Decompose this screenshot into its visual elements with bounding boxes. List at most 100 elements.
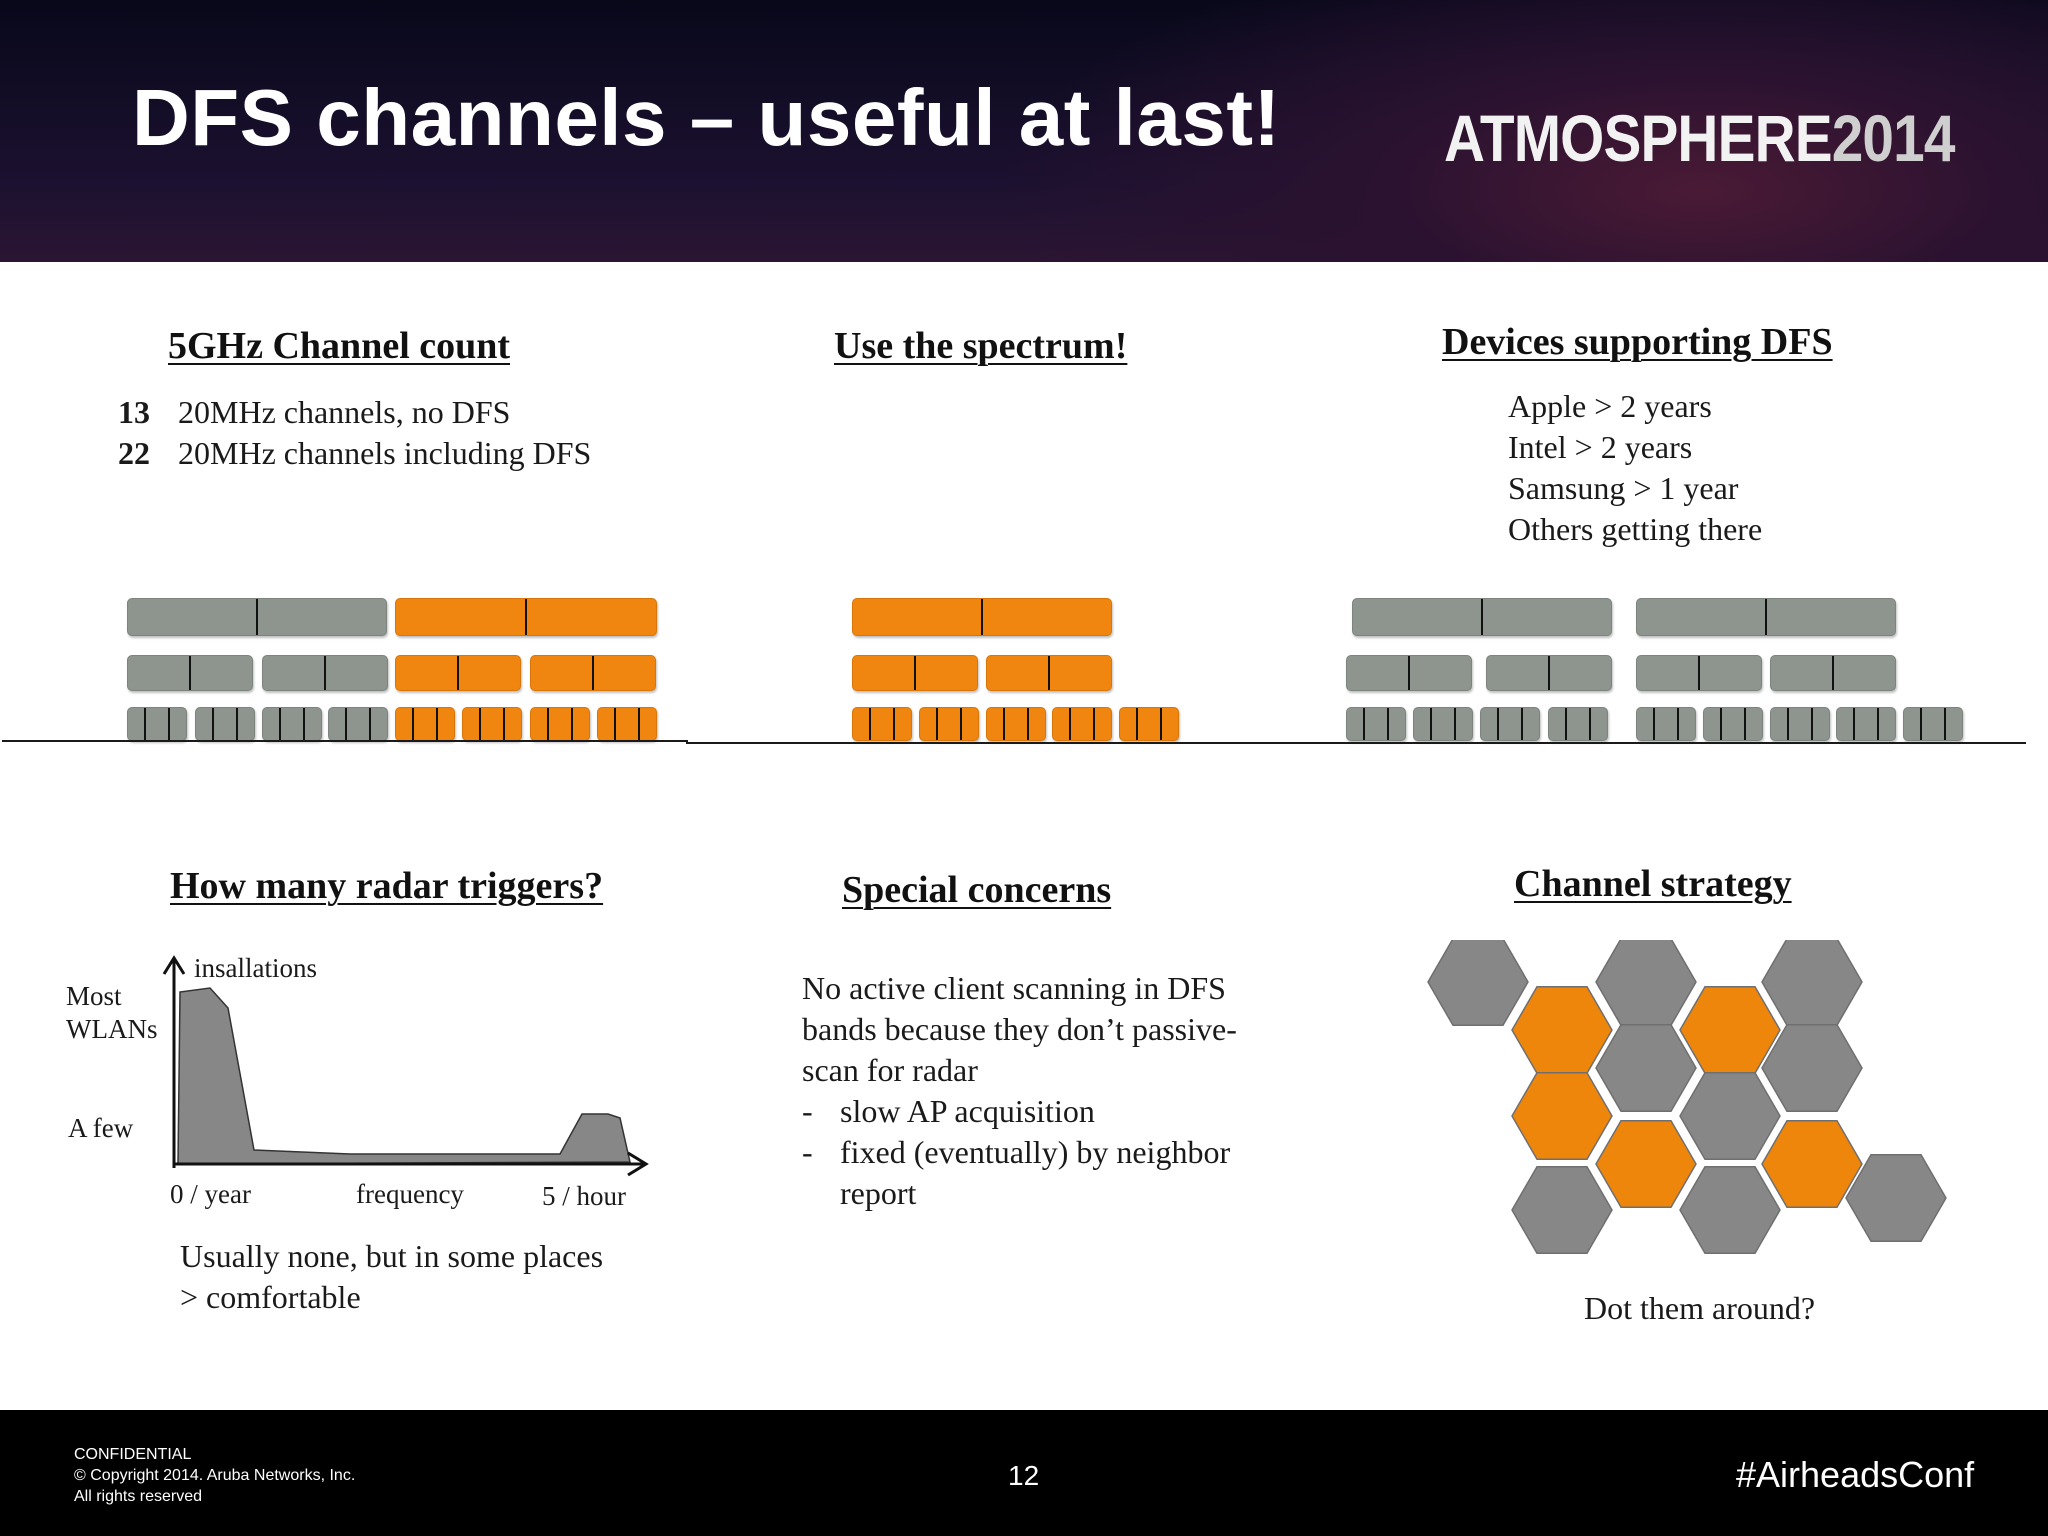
dfs-channel-hexagon	[1761, 1119, 1863, 1209]
channel-divider	[1136, 708, 1139, 740]
channel-divider	[324, 656, 326, 690]
concerns-bullet: -fixed (eventually) by neighbor	[802, 1132, 1230, 1173]
non-dfs-channel-block	[1703, 707, 1763, 741]
footer-confidential: CONFIDENTIAL	[74, 1446, 192, 1463]
spectrum-baseline	[686, 742, 1346, 744]
non-dfs-channel-block	[1486, 655, 1612, 691]
non-dfs-channel-block	[1346, 707, 1406, 741]
bullet-text: slow AP acquisition	[840, 1093, 1095, 1129]
channel-divider	[256, 599, 258, 635]
dfs-channel-hexagon	[1595, 1119, 1697, 1209]
non-dfs-channel-hexagon	[1845, 1153, 1947, 1243]
footer-copyright: © Copyright 2014. Aruba Networks, Inc.	[74, 1467, 356, 1484]
spectrum-baseline	[1346, 742, 2026, 744]
footer-band	[0, 1410, 2048, 1536]
channel-divider	[1430, 708, 1433, 740]
non-dfs-channel-hexagon	[1595, 940, 1697, 1027]
dfs-channel-block	[852, 598, 1112, 636]
non-dfs-channel-block	[1770, 655, 1896, 691]
spectrum-heading: Use the spectrum!	[834, 325, 1128, 367]
page-number: 12	[1008, 1460, 1040, 1491]
dfs-channel-block	[530, 655, 656, 691]
devices-line: Apple > 2 years	[1508, 388, 1712, 424]
radar-x-tick-left: 0 / year	[170, 1179, 251, 1209]
channel-count-number: 13	[118, 394, 150, 430]
radar-y-arrow	[162, 955, 186, 975]
channel-divider	[212, 708, 215, 740]
channel-divider	[1698, 656, 1700, 690]
radar-y-tick-low: A few	[68, 1113, 134, 1143]
channel-divider	[144, 708, 147, 740]
dfs-channel-block	[530, 707, 590, 741]
channel-divider	[981, 599, 983, 635]
radar-caption: > comfortable	[180, 1279, 361, 1315]
dfs-channel-block	[986, 655, 1112, 691]
atmosphere-logo: ATMOSPHERE2014	[1444, 100, 1955, 176]
channel-divider	[502, 708, 505, 740]
dfs-channel-block	[395, 598, 657, 636]
bullet-marker: -	[802, 1134, 813, 1170]
channel-divider	[1832, 656, 1834, 690]
channel-divider	[1453, 708, 1456, 740]
dfs-channel-block	[1052, 707, 1112, 741]
dfs-channel-block	[395, 707, 455, 741]
channel-divider	[869, 708, 872, 740]
non-dfs-channel-block	[1636, 598, 1896, 636]
channel-count-heading: 5GHz Channel count	[168, 325, 511, 367]
header-band	[0, 0, 2048, 262]
channel-divider	[235, 708, 238, 740]
concerns-heading: Special concerns	[842, 869, 1112, 911]
conference-hashtag: #AirheadsConf	[1736, 1454, 1975, 1495]
devices-line: Others getting there	[1508, 511, 1763, 547]
non-dfs-channel-block	[1770, 707, 1830, 741]
spectrum-baseline	[2, 740, 688, 742]
channel-divider	[1765, 599, 1767, 635]
non-dfs-channel-hexagon	[1679, 1165, 1781, 1255]
channel-divider	[412, 708, 415, 740]
channel-divider	[1481, 599, 1483, 635]
dfs-channel-hexagon	[1679, 985, 1781, 1075]
devices-heading: Devices supporting DFS	[1442, 321, 1833, 363]
channel-divider	[1069, 708, 1072, 740]
dfs-channel-hexagon	[1511, 985, 1613, 1075]
channel-divider	[1092, 708, 1095, 740]
non-dfs-channel-block	[262, 655, 388, 691]
channel-divider	[637, 708, 640, 740]
radar-y-tick-high: WLANs	[66, 1014, 158, 1044]
concerns-bullet: report	[802, 1173, 916, 1214]
channel-divider	[1876, 708, 1879, 740]
non-dfs-channel-block	[1413, 707, 1473, 741]
brand-year: 2014	[1831, 101, 1956, 175]
channel-divider	[435, 708, 438, 740]
dfs-channel-block	[462, 707, 522, 741]
devices-line: Intel > 2 years	[1508, 429, 1693, 465]
non-dfs-channel-block	[1636, 707, 1696, 741]
non-dfs-channel-hexagon	[1511, 1165, 1613, 1255]
dfs-channel-block	[986, 707, 1046, 741]
dfs-channel-hexagon	[1511, 1071, 1613, 1161]
channel-divider	[1720, 708, 1723, 740]
channel-divider	[345, 708, 348, 740]
channel-divider	[1565, 708, 1568, 740]
channel-divider	[1787, 708, 1790, 740]
channel-divider	[457, 656, 459, 690]
non-dfs-channel-block	[1548, 707, 1608, 741]
non-dfs-channel-block	[1903, 707, 1963, 741]
non-dfs-channel-hexagon	[1427, 940, 1529, 1027]
radar-y-axis-label: insallations	[194, 953, 317, 983]
non-dfs-channel-hexagon	[1761, 1023, 1863, 1113]
non-dfs-channel-block	[1352, 598, 1612, 636]
channel-divider	[1810, 708, 1813, 740]
channel-divider	[525, 599, 527, 635]
brand-name: ATMOSPHERE	[1444, 101, 1833, 175]
dfs-channel-block	[597, 707, 657, 741]
concerns-line: bands because they don’t passive-	[802, 1011, 1237, 1047]
concerns-line: No active client scanning in DFS	[802, 970, 1226, 1006]
channel-count-number: 22	[118, 435, 150, 471]
channel-divider	[570, 708, 573, 740]
channel-divider	[1497, 708, 1500, 740]
channel-divider	[1676, 708, 1679, 740]
channel-divider	[1048, 656, 1050, 690]
